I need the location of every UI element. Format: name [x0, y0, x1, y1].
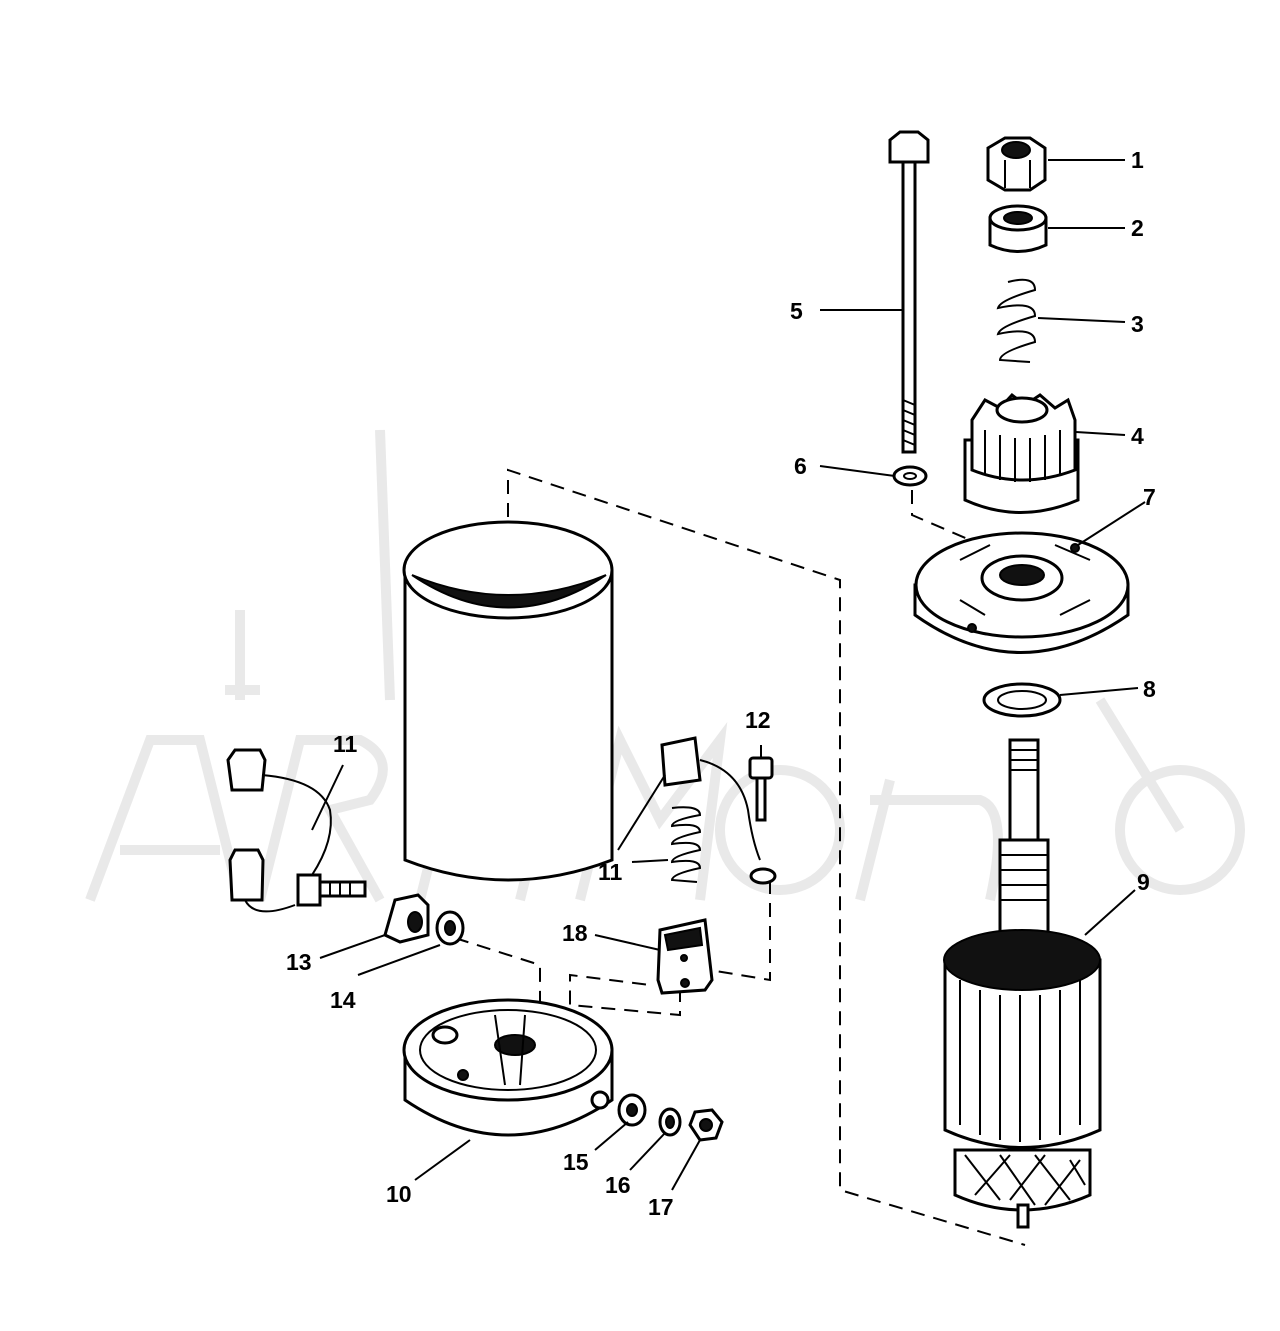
callout-18: 18 — [562, 920, 588, 946]
callout-10: 10 — [386, 1181, 412, 1207]
callout-13: 13 — [286, 949, 312, 975]
part-15-washer — [617, 1093, 647, 1127]
part-11-brush-and-spring — [660, 736, 777, 885]
part-7-drive-end-cap — [913, 531, 1130, 654]
callout-11-lead-wire: 11 — [333, 731, 358, 757]
part-16-lock-washer — [658, 1107, 682, 1137]
callout-8: 8 — [1143, 676, 1156, 702]
callout-16: 16 — [605, 1172, 631, 1198]
part-12-screw — [748, 756, 774, 822]
leader-lines — [311, 159, 1146, 1191]
callout-17: 17 — [648, 1194, 674, 1220]
callout-7: 7 — [1143, 484, 1156, 510]
callout-9: 9 — [1137, 869, 1150, 895]
callout-14: 14 — [330, 987, 356, 1013]
part-6-washer — [892, 465, 928, 487]
callout-11-brush: 11 — [598, 859, 623, 885]
callout-15: 15 — [563, 1149, 589, 1175]
callout-1: 1 — [1131, 147, 1144, 173]
part-3-spring — [996, 278, 1037, 363]
part-1-hex-nut — [986, 136, 1047, 192]
part-8-thrust-washer — [982, 682, 1062, 718]
callout-4: 4 — [1131, 423, 1144, 449]
part-11-lead-wire — [226, 748, 367, 913]
callout-5: 5 — [790, 298, 803, 324]
part-5-through-bolt — [888, 130, 930, 454]
part-9-armature — [943, 738, 1102, 1229]
callout-2: 2 — [1131, 215, 1144, 241]
part-17-nut — [688, 1108, 724, 1142]
callout-12: 12 — [745, 707, 771, 733]
callout-6: 6 — [794, 453, 807, 479]
part-18-brush-holder — [656, 918, 714, 995]
callout-labels: 1 2 3 4 5 6 7 8 9 10 11 11 12 13 14 15 1… — [286, 147, 1156, 1220]
part-4-pinion-drive — [963, 392, 1080, 514]
part-13-insulator-block — [383, 893, 430, 944]
field-frame-housing — [402, 520, 614, 882]
part-10-commutator-end-cap — [402, 998, 614, 1137]
part-2-spacer — [988, 204, 1048, 253]
part-14-washer — [435, 910, 465, 946]
callout-3: 3 — [1131, 311, 1144, 337]
